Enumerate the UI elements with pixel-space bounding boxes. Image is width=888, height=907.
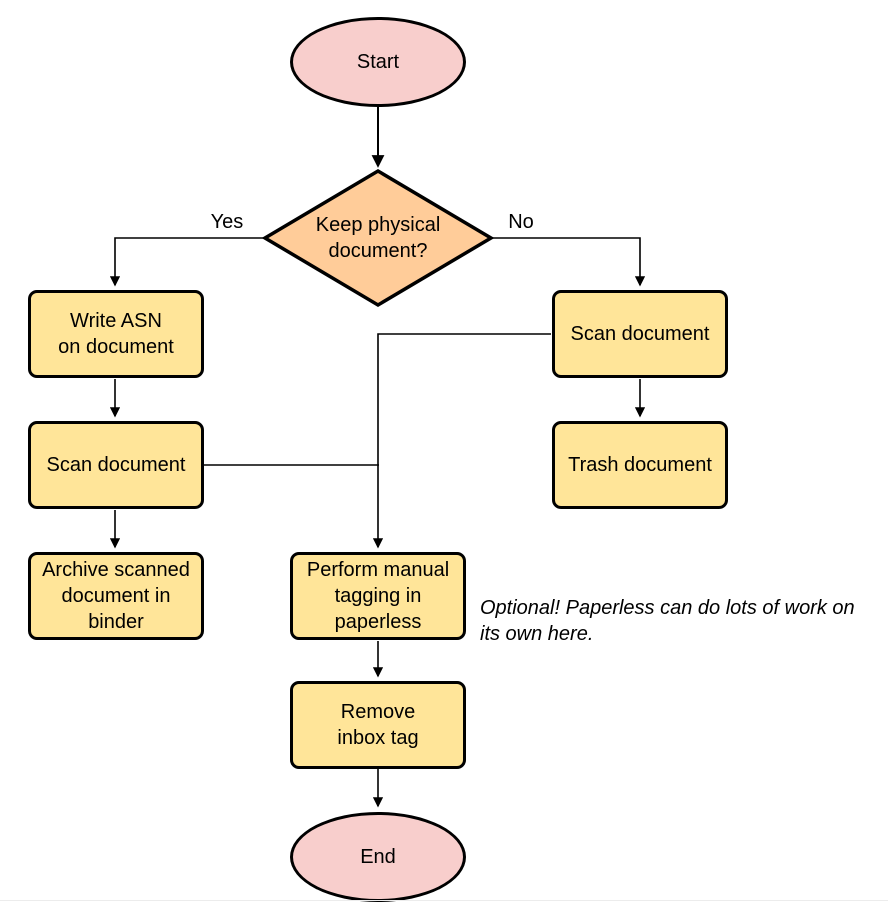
node-archive-binder-label: Archive scanned document in binder bbox=[42, 559, 190, 633]
node-manual-tagging: Perform manual tagging in paperless bbox=[290, 552, 466, 640]
edge-label-yes: Yes bbox=[210, 211, 244, 233]
node-write-asn: Write ASN on document bbox=[28, 290, 204, 378]
node-scan-document-left: Scan document bbox=[28, 421, 204, 509]
node-decision-label: Keep physical document? bbox=[315, 214, 441, 262]
edge-scan-right-merge-to-tagging bbox=[372, 333, 551, 549]
edge-label-no: No bbox=[508, 211, 534, 233]
node-end: End bbox=[290, 812, 466, 902]
node-manual-tagging-label: Perform manual tagging in paperless bbox=[306, 559, 450, 633]
node-write-asn-label: Write ASN on document bbox=[58, 310, 174, 358]
node-end-label: End bbox=[360, 846, 396, 868]
page-bottom-divider bbox=[0, 900, 888, 901]
node-start: Start bbox=[290, 17, 466, 107]
node-scan-document-right: Scan document bbox=[552, 290, 728, 378]
node-remove-inbox-tag: Remove inbox tag bbox=[290, 681, 466, 769]
edge-decision-yes-to-write-asn bbox=[109, 237, 265, 287]
node-remove-inbox-tag-label: Remove inbox tag bbox=[337, 701, 419, 749]
edge-decision-no-to-scan-right bbox=[491, 237, 646, 287]
node-trash-document: Trash document bbox=[552, 421, 728, 509]
optional-annotation: Optional! Paperless can do lots of work … bbox=[480, 597, 855, 645]
node-trash-document-label: Trash document bbox=[568, 454, 712, 476]
decision-keep-physical-diamond bbox=[261, 168, 495, 308]
node-scan-document-left-label: Scan document bbox=[46, 454, 186, 476]
node-start-label: Start bbox=[356, 51, 400, 73]
node-archive-binder: Archive scanned document in binder bbox=[28, 552, 204, 640]
node-scan-document-right-label: Scan document bbox=[570, 323, 710, 345]
